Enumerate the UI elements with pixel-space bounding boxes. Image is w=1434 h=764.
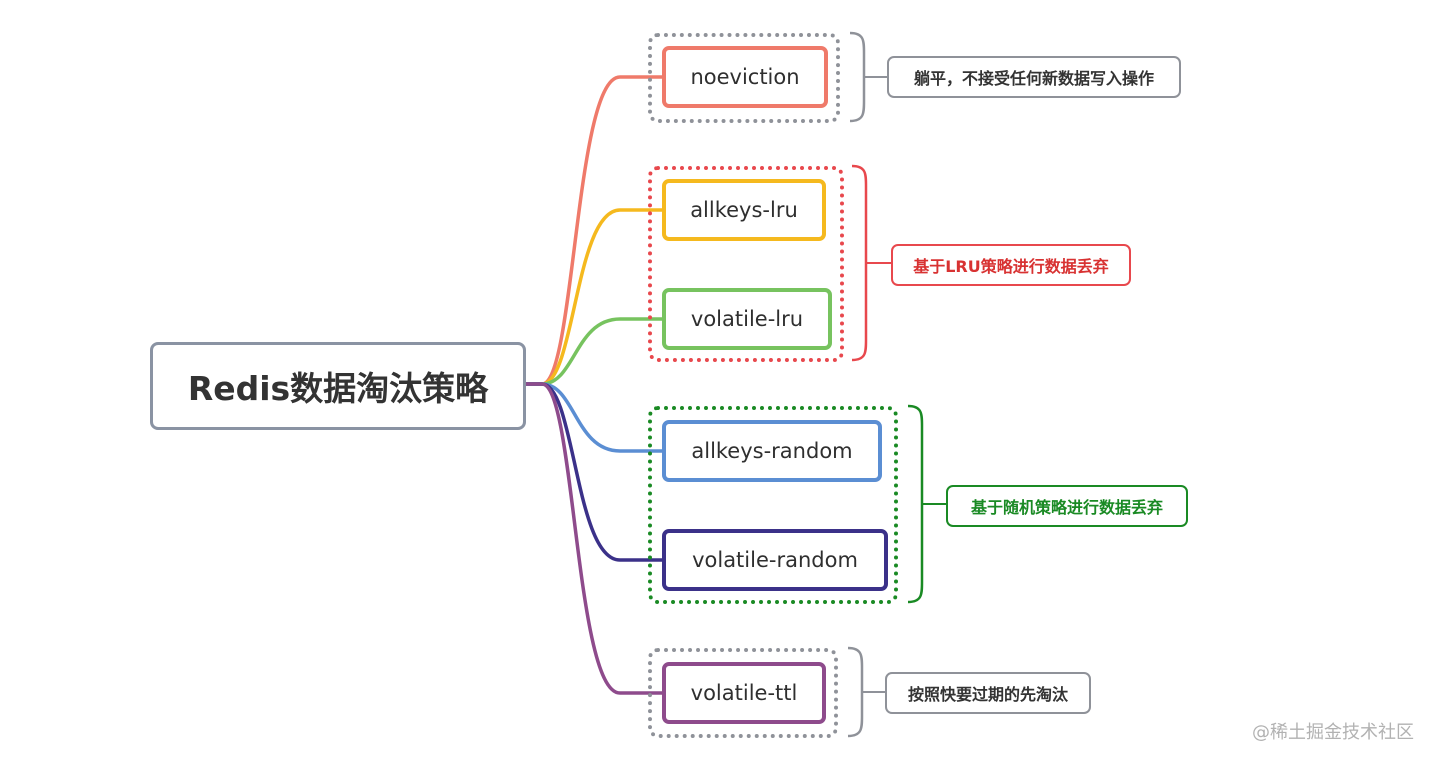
note-text: 基于LRU策略进行数据丢弃 xyxy=(913,257,1109,276)
policy-label: volatile-random xyxy=(692,548,858,572)
brace-group-noeviction xyxy=(849,31,866,123)
group-frame-random xyxy=(648,406,898,604)
policy-label: volatile-lru xyxy=(690,307,804,331)
watermark: @稀土掘金技术社区 xyxy=(1252,722,1414,743)
brace-group-lru xyxy=(851,164,868,362)
policy-node-volatile-lru[interactable]: volatile-lru xyxy=(662,288,832,350)
note-text: 按照快要过期的先淘汰 xyxy=(907,685,1068,704)
group-frame-noeviction xyxy=(648,33,840,123)
policy-node-volatile-random[interactable]: volatile-random xyxy=(662,529,888,591)
note-text: 躺平，不接受任何新数据写入操作 xyxy=(913,69,1154,88)
policy-label: allkeys-lru xyxy=(690,198,798,222)
policy-node-noeviction[interactable]: noeviction xyxy=(662,46,828,108)
policy-label: allkeys-random xyxy=(691,439,853,463)
note-text: 基于随机策略进行数据丢弃 xyxy=(970,498,1163,517)
policy-label: volatile-ttl xyxy=(690,681,798,705)
branch-volatile-lru xyxy=(526,317,662,386)
note-ttl[interactable]: 按照快要过期的先淘汰 xyxy=(885,672,1091,714)
branch-allkeys-lru xyxy=(526,208,662,386)
group-frame-lru xyxy=(648,166,844,362)
policy-label: noeviction xyxy=(690,65,800,89)
policy-node-allkeys-random[interactable]: allkeys-random xyxy=(662,420,882,482)
brace-group-random xyxy=(907,404,924,604)
root-node[interactable]: Redis数据淘汰策略 xyxy=(150,342,526,430)
branch-noeviction xyxy=(526,75,662,386)
group-braces xyxy=(847,31,946,738)
branch-volatile-ttl xyxy=(526,382,662,695)
note-noeviction[interactable]: 躺平，不接受任何新数据写入操作 xyxy=(887,56,1181,98)
note-random[interactable]: 基于随机策略进行数据丢弃 xyxy=(946,485,1188,527)
root-label: Redis数据淘汰策略 xyxy=(187,369,489,408)
group-frame-ttl xyxy=(648,648,838,738)
branch-allkeys-random xyxy=(526,382,662,453)
policy-node-allkeys-lru[interactable]: allkeys-lru xyxy=(662,179,826,241)
branch-connectors xyxy=(526,75,662,695)
note-lru[interactable]: 基于LRU策略进行数据丢弃 xyxy=(891,244,1131,286)
brace-group-ttl xyxy=(847,646,864,738)
branch-volatile-random xyxy=(526,382,662,562)
policy-node-volatile-ttl[interactable]: volatile-ttl xyxy=(662,662,826,724)
